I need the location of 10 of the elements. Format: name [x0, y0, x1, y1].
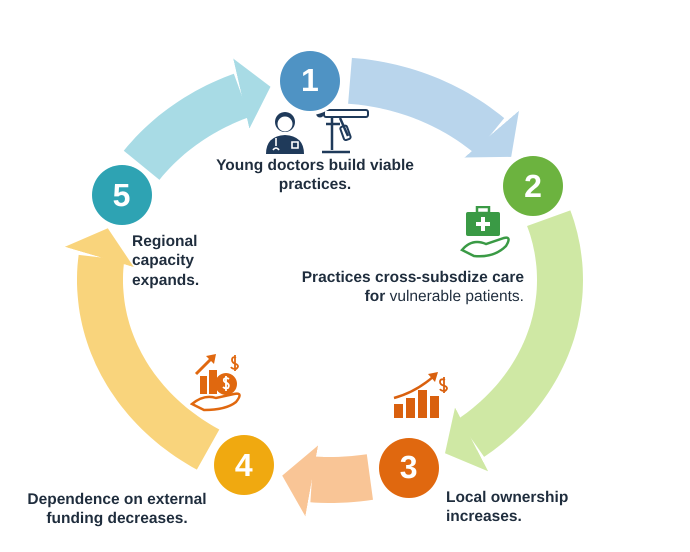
step-number-circle: 4	[214, 435, 274, 496]
step-description: Young doctors build viable practices.	[215, 156, 415, 195]
step-number-circle: 1	[280, 50, 340, 111]
step-number-circle: 5	[92, 165, 152, 226]
step-description: Local ownership increases.	[446, 488, 570, 527]
step-description: Dependence on external funding decreases.	[26, 490, 208, 529]
step-number-circle: 2	[503, 156, 564, 216]
step-description: Practices cross-subsdize care for vulnerable patients.	[300, 268, 524, 307]
step-number-circle: 3	[378, 438, 439, 498]
step-description: Regional capacity expands.	[132, 232, 200, 290]
